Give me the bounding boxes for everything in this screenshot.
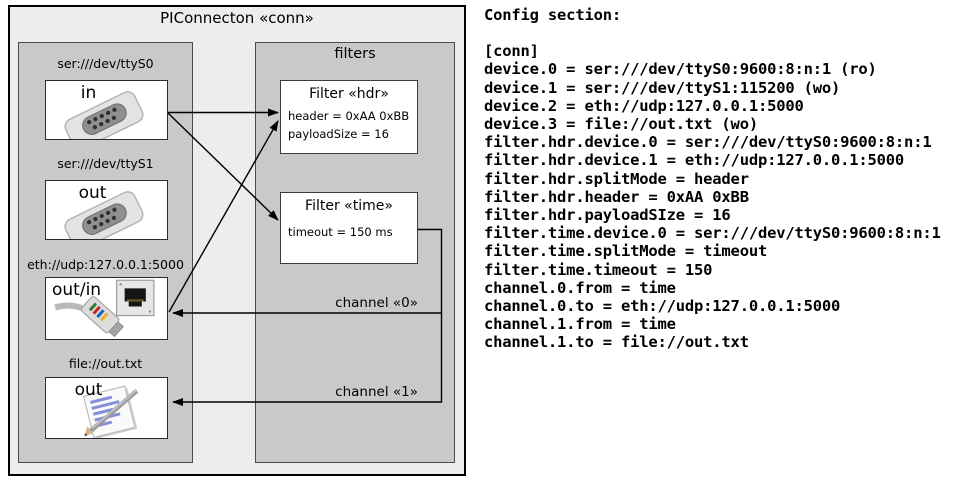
diagram-title: PIConnecton «conn»: [160, 9, 314, 27]
device-box-ttys1: out: [45, 180, 168, 240]
filter-time-box: Filter «time» timeout = 150 ms: [280, 192, 418, 264]
device-direction: out/in: [52, 280, 102, 300]
connector-diagram: PIConnecton «conn» filters ser:///dev/tt…: [0, 0, 480, 484]
config-heading: Config section:: [484, 6, 621, 24]
config-line-filter-time-timeout: filter.time.timeout = 150: [484, 260, 713, 279]
filter-time-title: Filter «time»: [305, 198, 393, 214]
config-line-filter-hdr-splitmode: filter.hdr.splitMode = header: [484, 169, 749, 188]
device-label-ttys0: ser:///dev/ttyS0: [57, 56, 154, 71]
filter-hdr-attr-header: header = 0xAA 0xBB: [288, 109, 410, 123]
device-direction: out: [74, 380, 103, 400]
config-line-device-1: device.1 = ser:///dev/ttyS1:115200 (wo): [484, 78, 841, 97]
filter-hdr-title: Filter «hdr»: [309, 86, 389, 102]
config-line-section: [conn]: [484, 42, 539, 61]
config-line-filter-hdr-header: filter.hdr.header = 0xAA 0xBB: [484, 187, 749, 206]
device-box-ttys0: in: [45, 80, 168, 140]
config-line-filter-time-splitmode: filter.time.splitMode = timeout: [484, 242, 768, 261]
serial-connector-icon: [64, 191, 144, 239]
serial-connector-icon: [64, 91, 144, 139]
ethernet-connector-icon: [54, 279, 155, 338]
config-line-channel-0-to: channel.0.to = eth://udp:127.0.0.1:5000: [484, 297, 841, 316]
config-line-channel-0-from: channel.0.from = time: [484, 278, 676, 297]
config-section: Config section: [conn] device.0 = ser://…: [484, 6, 962, 352]
device-box-file: out: [45, 377, 168, 439]
config-line-filter-hdr-device-1: filter.hdr.device.1 = eth://udp:127.0.0.…: [484, 151, 905, 170]
filter-hdr-box: Filter «hdr» header = 0xAA 0xBB payloadS…: [280, 80, 418, 154]
config-line-device-0: device.0 = ser:///dev/ttyS0:9600:8:n:1 (…: [484, 60, 877, 79]
filters-group-title: filters: [334, 46, 376, 62]
filter-hdr-attr-payloadsize: payloadSize = 16: [288, 126, 389, 141]
device-label-ttys1: ser:///dev/ttyS1: [57, 156, 154, 171]
config-line-channel-1-to: channel.1.to = file://out.txt: [484, 333, 749, 352]
config-line-filter-hdr-device-0: filter.hdr.device.0 = ser:///dev/ttyS0:9…: [484, 133, 932, 152]
device-label-eth: eth://udp:127.0.0.1:5000: [27, 257, 184, 272]
config-line-device-2: device.2 = eth://udp:127.0.0.1:5000: [484, 96, 804, 115]
device-label-file: file://out.txt: [68, 356, 143, 371]
notepad-pencil-icon: [82, 385, 139, 438]
config-line-channel-1-from: channel.1.from = time: [484, 315, 676, 334]
config-line-device-3: device.3 = file://out.txt (wo): [484, 115, 758, 134]
config-line-filter-hdr-payloadsize: filter.hdr.payloadSIze = 16: [484, 206, 731, 225]
channel-1-label: channel «1»: [335, 384, 418, 400]
channel-0-label: channel «0»: [335, 295, 418, 311]
device-direction: in: [80, 83, 97, 103]
config-line-filter-time-device-0: filter.time.device.0 = ser:///dev/ttyS0:…: [484, 224, 941, 243]
device-box-eth: out/in: [45, 277, 168, 340]
filter-time-attr-timeout: timeout = 150 ms: [288, 225, 393, 239]
device-direction: out: [78, 183, 107, 203]
